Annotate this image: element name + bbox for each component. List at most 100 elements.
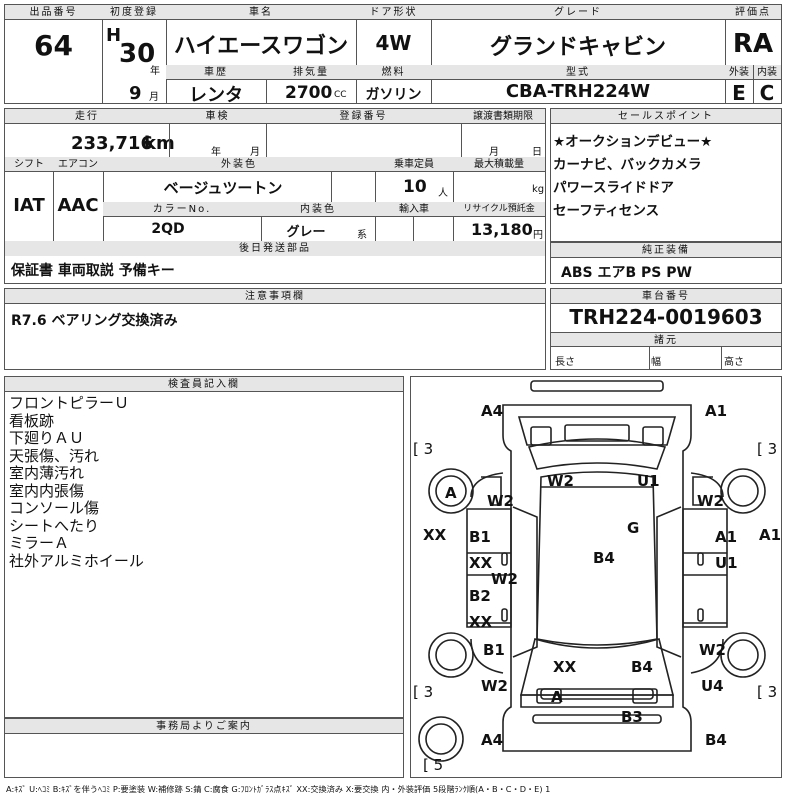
mileage: 233,716 (71, 133, 153, 154)
mark-b4-rear: B4 (631, 658, 653, 676)
mark-b3-bumper: B3 (621, 708, 643, 726)
bracket-spare-tire: [ 5 (423, 756, 444, 774)
mark-a1-right-door: A1 (715, 528, 738, 546)
inspector-label: 検査員記入欄 (5, 377, 403, 392)
width-label: 幅 (651, 357, 661, 368)
sales-points: セールスポイント ★オークションデビュー★ カーナビ、バックカメラ パワースライ… (550, 108, 782, 242)
grade-label: グレード (431, 5, 725, 20)
inspector-note: 社外アルミホイール (9, 551, 144, 570)
inspector-note: 室内内張傷 (9, 481, 85, 500)
inspector-notes: 検査員記入欄 フロントピラーＵ 看板跡 下廻りＡＵ 天張傷、汚れ 室内薄汚れ 室… (4, 376, 404, 718)
capacity-unit: 人 (438, 188, 448, 199)
chassis-number: TRH224-0019603 (569, 305, 763, 329)
month-unit: 月 (149, 92, 159, 103)
mark-b1-front-door: B1 (469, 528, 491, 546)
mark-b1-rear-left: B1 (483, 641, 505, 659)
exterior-grade: E (732, 81, 746, 105)
reg-no-label: 登録番号 (266, 109, 461, 124)
inspection-month-unit: 月 (250, 147, 260, 158)
era: H (106, 25, 122, 46)
mark-a1-right: A1 (759, 526, 782, 544)
mark-w2-hood: W2 (547, 472, 574, 490)
later-parts: 保証書 車両取説 予備キー (11, 263, 175, 279)
int-color-label: 内装色 (261, 202, 375, 217)
ac: AAC (57, 195, 99, 216)
shift-label: シフト (5, 157, 53, 172)
capacity: 10 (403, 177, 427, 197)
mark-w2-rear-right: W2 (699, 641, 726, 659)
mark-wheel-front-left: A (445, 484, 457, 502)
ext-color-label: 外装色 (103, 157, 375, 172)
ext-color: ベージュツートン (163, 179, 283, 197)
mark-w2-pillar: W2 (491, 570, 518, 588)
ac-label: エアコン (53, 157, 103, 172)
spec-section: 走行 233,716 km 車検 年 月 登録番号 譲渡書類期限 月 日 シフト… (4, 108, 546, 256)
chassis: 車台番号 TRH224-0019603 諸元 長さ 幅 高さ (550, 288, 782, 370)
capacity-label: 乗車定員 (375, 157, 453, 172)
inspector-note: 下廻りＡＵ (9, 429, 85, 447)
mileage-unit: km (144, 133, 175, 154)
office-notes: 事務局よりご案内 (4, 718, 404, 778)
car-name: ハイエースワゴン (173, 34, 349, 59)
header-section: 出品番号 64 初度登録 H 30 年 9 月 車名 ハイエースワゴン 車歴 レ… (4, 4, 782, 106)
legend: A:ｷｽﾞ U:ﾍｺﾐ B:ｷｽﾞを伴うﾍｺﾐ P:要塗装 W:補修跡 S:錆 … (6, 784, 551, 794)
bracket-top-right: [ 3 (757, 440, 778, 458)
year-unit: 年 (150, 66, 160, 77)
office-label: 事務局よりご案内 (5, 719, 403, 734)
mark-u1-hood: U1 (637, 472, 660, 490)
history: レンタ (189, 85, 243, 106)
length-label: 長さ (555, 357, 575, 368)
recycle-fee: 13,180 (471, 220, 533, 239)
spec-label: 諸元 (551, 332, 781, 347)
chassis-label: 車台番号 (551, 289, 781, 304)
first-reg-label: 初度登録 (102, 5, 166, 20)
mark-xx-front-door: XX (469, 554, 493, 572)
inspector-note: ミラーＡ (9, 534, 70, 552)
inspector-note: コンソール傷 (9, 499, 100, 517)
mark-xx-left: XX (423, 526, 447, 544)
interior-label: 内装 (753, 65, 781, 80)
inspector-note: フロントピラーＵ (9, 394, 130, 412)
max-load-unit: kg (532, 184, 545, 195)
reg-month: 9 (129, 83, 142, 104)
int-color-unit: 系 (357, 230, 367, 241)
bracket-bottom-right: [ 3 (757, 683, 778, 701)
mark-u1-right-door: U1 (715, 554, 738, 572)
mark-a4-bottom: A4 (481, 731, 504, 749)
transfer-day-unit: 日 (532, 147, 542, 158)
fuel: ガソリン (365, 87, 422, 103)
caution-label: 注意事項欄 (5, 289, 545, 304)
lot-no-label: 出品番号 (5, 5, 102, 20)
inspector-note: 天張傷、汚れ (9, 446, 100, 465)
equipment-label: 純正装備 (551, 243, 781, 258)
sales-item: カーナビ、バックカメラ (553, 157, 702, 173)
mark-w2-front-right: W2 (697, 492, 724, 510)
door-label: ドア形状 (356, 5, 431, 20)
mark-b2-rear-door: B2 (469, 587, 491, 605)
score: RA (732, 29, 774, 59)
mark-w2-front-left: W2 (487, 492, 514, 510)
history-label: 車歴 (166, 65, 266, 80)
displacement-label: 排気量 (266, 65, 356, 80)
caution: 注意事項欄 R7.6 ベアリング交換済み (4, 288, 546, 370)
mark-a4-top: A4 (481, 402, 504, 420)
inspector-note: 看板跡 (9, 411, 55, 430)
recycle-label: リサイクル預託金 (453, 202, 545, 217)
equipment: 純正装備 ABS エアB PS PW (550, 242, 782, 284)
model: CBA-TRH224W (505, 81, 651, 102)
mileage-label: 走行 (5, 109, 169, 124)
sales-label: セールスポイント (551, 109, 781, 124)
max-load-label: 最大積載量 (453, 157, 545, 172)
import-label: 輸入車 (375, 202, 453, 217)
bracket-top-left: [ 3 (413, 440, 434, 458)
equipment-value: ABS エアB PS PW (561, 265, 692, 281)
inspection-label: 車検 (169, 109, 266, 124)
lot-no: 64 (34, 29, 73, 62)
car-outline (418, 380, 766, 762)
mark-u4-rear-right: U4 (701, 677, 724, 695)
mark-xx-rear-glass: XX (553, 658, 577, 676)
interior-grade: C (759, 81, 775, 105)
fuel-label: 燃料 (356, 65, 431, 80)
car-name-label: 車名 (166, 5, 356, 20)
mark-g-glass: G (627, 519, 640, 537)
